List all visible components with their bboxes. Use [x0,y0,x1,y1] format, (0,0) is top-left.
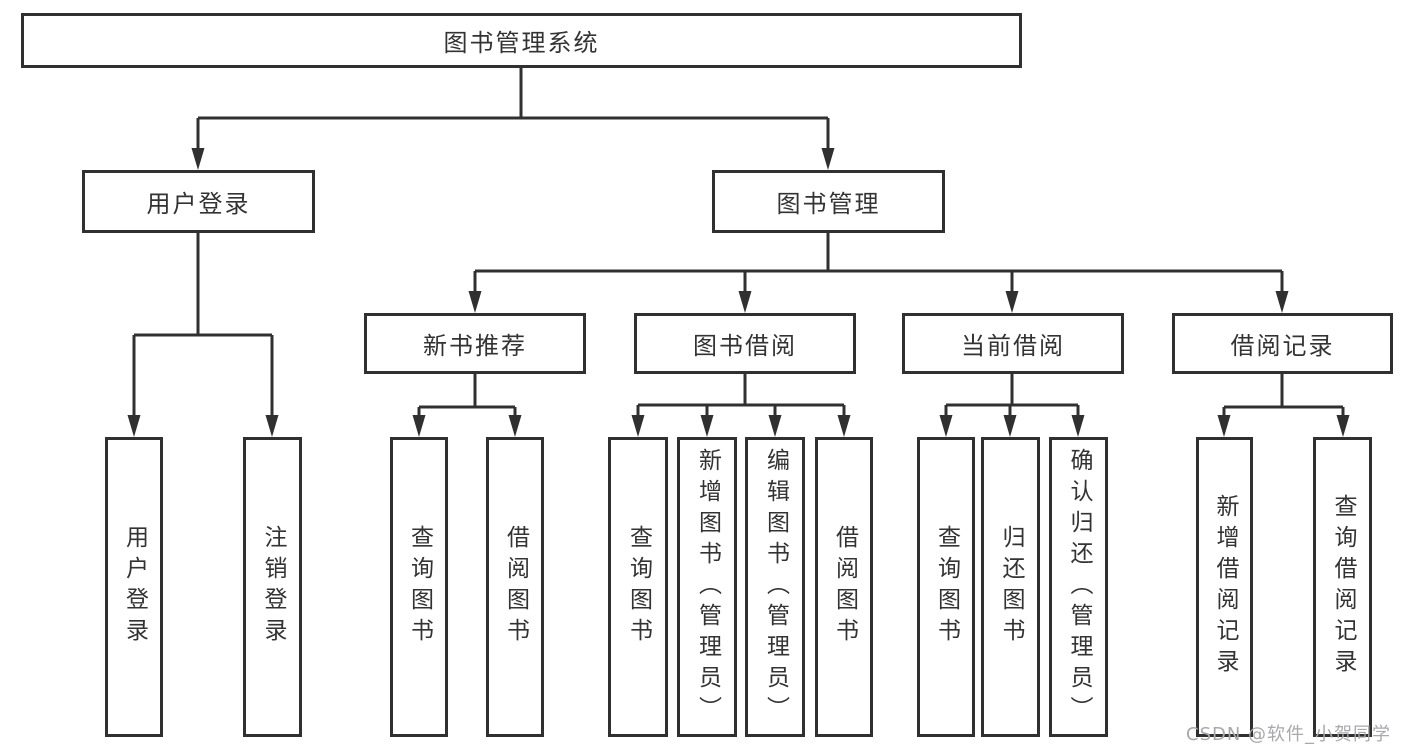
node-label: 注销登录 [260,525,286,649]
arrow-icon [631,415,645,437]
node-label: 查询借阅记录 [1330,494,1356,680]
node-label: 图书管理系统 [443,29,600,57]
leaf-logout: 注销登录 [243,437,302,737]
node-label: 图书借阅 [693,332,797,360]
node-label: 新增图书（管理员） [694,447,721,727]
watermark: CSDN @软件_小贺同学 [1186,724,1392,745]
leaf-user-login: 用户登录 [105,437,163,737]
arrowheads [127,148,1350,437]
leaf-query-books-current: 查询图书 [917,437,975,737]
node-label: 借阅记录 [1230,332,1335,360]
arrow-icon [700,415,714,437]
leaf-borrow-books-borrowing: 借阅图书 [815,437,873,737]
arrow-icon [191,148,205,170]
arrow-icon [468,291,482,313]
arrow-icon [508,415,522,437]
leaf-edit-book-admin: 编辑图书（管理员） [745,437,805,737]
node-label: 新增借阅记录 [1212,494,1238,680]
arrow-icon [821,148,835,170]
arrow-icon [1071,415,1085,437]
arrow-icon [1005,291,1019,313]
node-label: 图书管理 [776,190,881,218]
leaf-borrow-books-recommend: 借阅图书 [486,437,544,737]
node-library-management-system: 图书管理系统 [21,13,1022,68]
node-new-book-recommend: 新书推荐 [364,313,586,374]
node-label: 当前借阅 [961,332,1065,360]
leaf-query-books-recommend: 查询图书 [390,437,448,737]
arrow-icon [768,415,782,437]
leaf-confirm-return-admin: 确认归还（管理员） [1049,437,1108,737]
node-label: 查询图书 [406,525,433,649]
node-label: 借阅图书 [502,525,529,649]
arrow-icon [1217,415,1231,437]
node-label: 借阅图书 [831,525,858,649]
node-label: 查询图书 [933,525,960,649]
leaf-query-books-borrowing: 查询图书 [608,437,668,737]
leaf-query-borrow-record: 查询借阅记录 [1313,437,1372,737]
arrow-icon [127,415,141,437]
node-label: 编辑图书（管理员） [762,447,789,727]
arrow-icon [939,415,953,437]
leaf-add-borrow-record: 新增借阅记录 [1196,437,1253,737]
node-label: 用户登录 [146,190,251,218]
node-user-login: 用户登录 [82,170,315,233]
node-label: 确认归还（管理员） [1066,447,1092,727]
node-book-borrowing: 图书借阅 [634,313,856,374]
node-book-management: 图书管理 [712,170,945,233]
arrow-icon [1003,415,1017,437]
node-label: 用户登录 [121,525,148,649]
node-label: 查询图书 [625,525,652,649]
arrow-icon [265,415,279,437]
leaf-return-books: 归还图书 [981,437,1040,737]
arrow-icon [1275,291,1289,313]
node-label: 新书推荐 [423,332,527,360]
arrow-icon [738,291,752,313]
node-label: 归还图书 [998,525,1024,649]
arrow-icon [1336,415,1350,437]
leaf-add-book-admin: 新增图书（管理员） [677,437,737,737]
node-borrowing-records: 借阅记录 [1172,313,1393,374]
arrow-icon [412,415,426,437]
node-current-borrowing: 当前借阅 [902,313,1124,374]
arrow-icon [837,415,851,437]
